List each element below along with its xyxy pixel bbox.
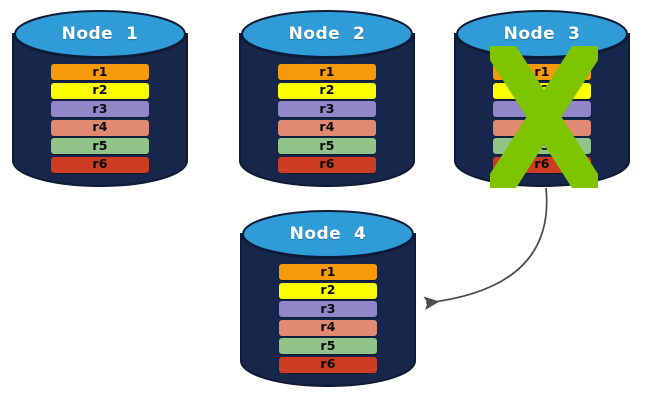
- row-label: r2: [92, 82, 108, 98]
- row-bar-r2[interactable]: r2: [279, 282, 377, 299]
- row-bar-r2[interactable]: r2: [493, 82, 591, 99]
- row-bar-r5[interactable]: r5: [493, 138, 591, 154]
- row-label: r6: [319, 156, 335, 172]
- row-bar-r4[interactable]: r4: [493, 119, 591, 136]
- row-bar-r4[interactable]: r4: [279, 319, 377, 336]
- row-label: r5: [534, 137, 550, 153]
- cylinder-top-ellipse: [456, 10, 628, 58]
- node-row-list: r1 r2 r3 r4 r5 r6: [240, 64, 414, 173]
- row-bar-r3[interactable]: r3: [279, 301, 377, 317]
- row-label: r5: [92, 137, 108, 153]
- row-label: r6: [92, 156, 108, 172]
- row-bar-r1[interactable]: r1: [278, 64, 376, 80]
- cylinder-top-ellipse: [242, 210, 414, 258]
- row-bar-r5[interactable]: r5: [279, 338, 377, 354]
- row-bar-r4[interactable]: r4: [278, 119, 376, 136]
- row-label: r3: [320, 300, 336, 316]
- row-label: r5: [320, 337, 336, 353]
- row-label: r1: [534, 63, 550, 79]
- row-bar-r3[interactable]: r3: [278, 101, 376, 117]
- row-label: r3: [92, 100, 108, 116]
- row-label: r5: [319, 137, 335, 153]
- row-label: r3: [534, 100, 550, 116]
- row-label: r4: [92, 119, 108, 135]
- cylinder-top-ellipse: [14, 10, 186, 58]
- row-bar-r2[interactable]: r2: [51, 82, 149, 99]
- row-bar-r6[interactable]: r6: [493, 156, 591, 173]
- row-label: r2: [534, 82, 550, 98]
- row-label: r6: [534, 156, 550, 172]
- row-bar-r3[interactable]: r3: [51, 101, 149, 117]
- failover-arrow-path: [423, 187, 548, 310]
- row-label: r1: [319, 63, 335, 79]
- row-label: r3: [319, 100, 335, 116]
- row-bar-r4[interactable]: r4: [51, 119, 149, 136]
- row-label: r6: [320, 356, 336, 372]
- row-bar-r1[interactable]: r1: [279, 264, 377, 280]
- row-bar-r5[interactable]: r5: [278, 138, 376, 154]
- row-label: r1: [320, 263, 336, 279]
- row-bar-r6[interactable]: r6: [279, 356, 377, 373]
- row-label: r4: [319, 119, 335, 135]
- row-bar-r2[interactable]: r2: [278, 82, 376, 99]
- row-bar-r6[interactable]: r6: [51, 156, 149, 173]
- node-row-list: r1 r2 r3 r4 r5 r6: [241, 264, 415, 373]
- row-label: r2: [319, 82, 335, 98]
- row-bar-r1[interactable]: r1: [51, 64, 149, 80]
- row-bar-r6[interactable]: r6: [278, 156, 376, 173]
- row-label: r4: [320, 319, 336, 335]
- node-row-list: r1 r2 r3 r4 r5 r6: [13, 64, 187, 173]
- row-bar-r5[interactable]: r5: [51, 138, 149, 154]
- node-row-list: r1 r2 r3 r4 r5 r6: [455, 64, 629, 173]
- row-label: r2: [320, 282, 336, 298]
- row-label: r4: [534, 119, 550, 135]
- row-bar-r3[interactable]: r3: [493, 101, 591, 117]
- row-label: r1: [92, 63, 108, 79]
- cylinder-top-ellipse: [241, 10, 413, 58]
- row-bar-r1[interactable]: r1: [493, 64, 591, 80]
